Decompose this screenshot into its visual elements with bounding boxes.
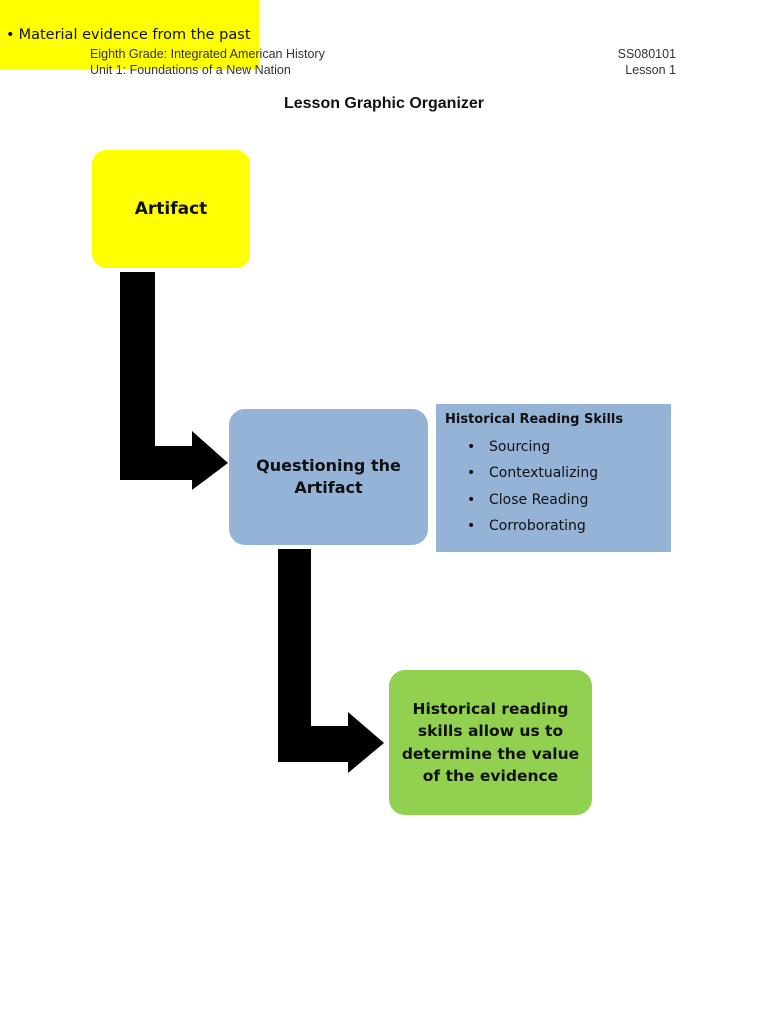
skill-item: • Corroborating: [467, 516, 671, 542]
page-title: Lesson Graphic Organizer: [283, 95, 485, 112]
conclusion-box: Historical reading skills allow us to de…: [389, 670, 592, 815]
artifact-definition: Material evidence from the past: [18, 26, 251, 43]
arrow-questioning-to-conclusion: [278, 549, 384, 773]
reading-skills-box: Historical Reading Skills • Sourcing • C…: [436, 404, 671, 552]
skill-item: • Close Reading: [467, 490, 671, 516]
skill-label: Close Reading: [489, 491, 589, 508]
skill-item: • Sourcing: [467, 437, 671, 463]
conclusion-text: Historical reading skills allow us to de…: [401, 699, 580, 786]
bullet-icon: •: [467, 465, 476, 482]
skill-label: Corroborating: [489, 517, 586, 534]
course-code: SS080101: [617, 47, 676, 61]
header-left: Eighth Grade: Integrated American Histor…: [90, 46, 325, 78]
skill-item: • Contextualizing: [467, 463, 671, 489]
unit-title: Unit 1: Foundations of a New Nation: [90, 63, 291, 77]
questioning-box: Questioning the Artifact: [229, 409, 428, 545]
arrow-artifact-to-questioning: [120, 272, 228, 490]
bullet-icon: •: [467, 491, 476, 508]
course-title: Eighth Grade: Integrated American Histor…: [90, 47, 325, 61]
lesson-number: Lesson 1: [625, 63, 676, 77]
header-right: SS080101 Lesson 1: [618, 46, 676, 78]
artifact-definition-box: • Material evidence from the past: [0, 0, 259, 69]
bullet-icon: •: [6, 26, 15, 43]
skill-label: Contextualizing: [489, 465, 599, 482]
questioning-label: Questioning the Artifact: [256, 456, 401, 497]
artifact-label: Artifact: [134, 199, 208, 219]
skills-list: • Sourcing • Contextualizing • Close Rea…: [445, 437, 671, 542]
skill-label: Sourcing: [489, 439, 551, 455]
skills-title: Historical Reading Skills: [445, 412, 624, 427]
bullet-icon: •: [467, 517, 476, 534]
artifact-box: Artifact: [92, 150, 250, 268]
bullet-icon: •: [467, 439, 476, 455]
